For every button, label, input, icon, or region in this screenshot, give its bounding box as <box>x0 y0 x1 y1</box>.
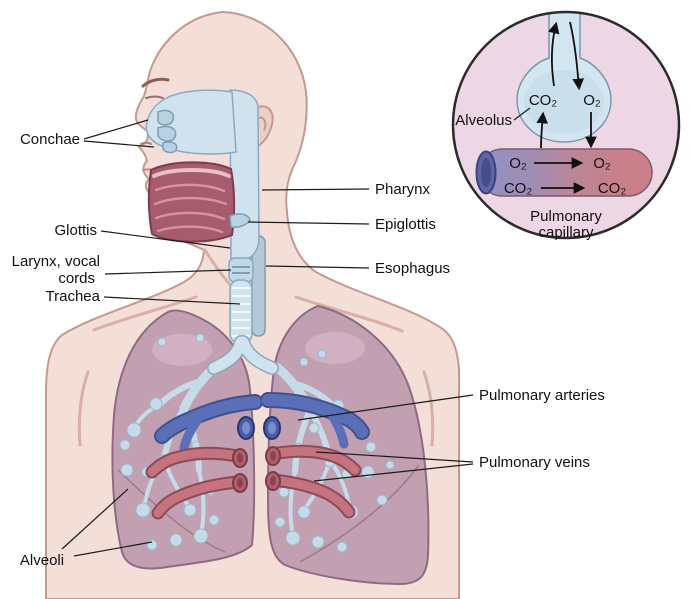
vein-lumen <box>237 478 243 488</box>
leader-glottis <box>100 230 231 249</box>
leader-lines <box>61 119 474 557</box>
label-larynx-line2: cords <box>58 270 95 287</box>
right-upper-pulmonary-vein <box>267 446 360 475</box>
inset-capillary-o2-right-label: O₂ <box>593 155 611 172</box>
co2-up-arrow <box>536 111 549 149</box>
right-pulmonary-artery <box>262 394 368 438</box>
airflow-out-arrow <box>548 21 560 87</box>
label-pulmonary-veins: Pulmonary veins <box>479 454 590 471</box>
leader-larynx <box>104 269 232 275</box>
leader-pulmonary-veins-lower <box>313 463 474 482</box>
vein-lumen <box>237 453 243 463</box>
larynx-box <box>228 257 254 283</box>
leader-pulmonary-veins-upper <box>315 451 474 463</box>
leader-alveoli-upper <box>61 488 129 550</box>
inset-capillary-label-line1: Pulmonary <box>530 208 602 225</box>
right-collarbone <box>294 295 404 333</box>
label-glottis: Glottis <box>54 222 97 239</box>
inset-capillary-co2-left-label: CO₂ <box>504 180 533 197</box>
artery-lumen <box>268 422 276 434</box>
label-pulmonary-arteries: Pulmonary arteries <box>479 387 605 404</box>
palate-band <box>152 168 231 178</box>
left-upper-pulmonary-vein <box>147 448 243 477</box>
trachea-cartilage-rings <box>232 287 250 337</box>
right-armpit-crease <box>422 370 435 447</box>
left-lung-highlight <box>152 334 212 366</box>
conchae-structures <box>157 109 178 154</box>
label-pharynx: Pharynx <box>375 181 431 198</box>
oral-cavity-shape <box>147 161 236 243</box>
label-alveoli: Alveoli <box>20 552 64 569</box>
right-lower-pulmonary-vein <box>267 475 354 517</box>
leader-alveolus-inset <box>513 107 531 121</box>
label-esophagus: Esophagus <box>375 260 450 277</box>
leader-trachea <box>103 296 241 305</box>
bronchial-branch <box>197 468 206 536</box>
label-trachea: Trachea <box>46 288 101 305</box>
inset-capillary-label-line2: capillary <box>538 224 594 241</box>
label-larynx-line1: Larynx, vocal <box>12 253 100 270</box>
inset-capillary-o2-left-label: O₂ <box>509 155 527 172</box>
pharynx-channel <box>229 89 260 261</box>
airflow-in-arrow <box>569 21 585 91</box>
nostril <box>140 141 152 145</box>
bronchial-branch <box>292 407 313 475</box>
inset-alveolus-o2-label: O₂ <box>583 92 601 109</box>
vein-lumen <box>270 476 276 486</box>
inset-border <box>451 10 681 240</box>
epiglottis-flap <box>229 213 251 228</box>
right-lung-fissure <box>299 464 420 563</box>
eyebrow <box>141 77 170 88</box>
oral-cavity <box>147 161 236 243</box>
left-pulmonary-artery <box>156 396 261 442</box>
eye <box>145 95 164 99</box>
right-lung-highlight <box>305 332 365 364</box>
alveolar-clusters-left <box>119 333 220 551</box>
anatomy-labels: Conchae Glottis Larynx, vocal cords Trac… <box>12 131 605 569</box>
vein-lumen <box>270 451 276 461</box>
bronchi <box>207 335 279 375</box>
concha-middle <box>157 125 177 142</box>
leader-alveoli-lower <box>73 541 153 557</box>
capillary-lumen <box>481 157 491 188</box>
inset-capillary-co2-right-label: CO₂ <box>598 180 627 197</box>
artery-branch <box>179 411 205 453</box>
right-main-bronchus <box>237 336 278 374</box>
left-lower-pulmonary-vein <box>153 477 243 518</box>
neck-crease <box>203 248 234 289</box>
concha-superior <box>157 109 175 126</box>
leader-epiglottis <box>247 221 370 225</box>
pulmonary-veins-vessels <box>145 444 362 520</box>
inset-contents <box>475 12 653 197</box>
left-armpit-crease <box>77 370 90 447</box>
leader-pulmonary-arteries <box>297 394 474 421</box>
concha-inferior <box>162 141 178 154</box>
leader-conchae-upper <box>83 119 149 140</box>
pulmonary-arteries-vessels <box>154 392 370 453</box>
leader-pharynx <box>261 188 370 191</box>
label-epiglottis: Epiglottis <box>375 216 436 233</box>
artery-lumen <box>242 422 250 434</box>
leader-conchae-lower <box>83 140 155 148</box>
label-conchae: Conchae <box>20 131 80 148</box>
inset-alveolus-co2-label: CO₂ <box>529 92 558 109</box>
tongue-ridges <box>153 183 228 234</box>
trachea-tube <box>229 279 253 344</box>
left-lung-fissure <box>117 469 226 553</box>
gas-exchange-inset: CO₂ O₂ O₂ O₂ CO₂ CO₂ Alveolus Pulmonary … <box>451 10 681 241</box>
larynx-vocal-cords <box>228 257 254 283</box>
leader-esophagus <box>265 265 370 269</box>
inset-alveolus-label: Alveolus <box>455 112 512 129</box>
